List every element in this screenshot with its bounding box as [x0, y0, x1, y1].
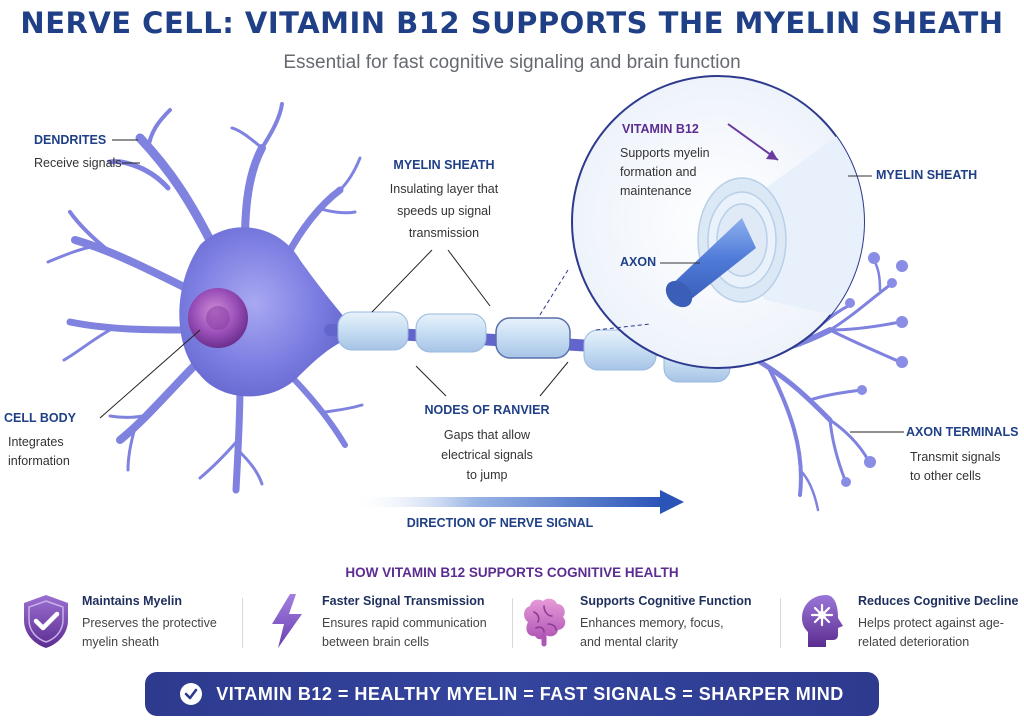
page-title: NERVE CELL: VITAMIN B12 SUPPORTS THE MYE… — [20, 6, 1004, 40]
label-vitamin-b12: VITAMIN B12 — [622, 122, 699, 136]
leader-lines — [99, 139, 904, 433]
divider — [242, 598, 243, 648]
shield-check-icon — [24, 595, 68, 648]
label-axon: AXON — [620, 255, 657, 269]
divider — [780, 598, 781, 648]
lightning-icon — [272, 594, 302, 648]
benefit-card-faster-signal: Faster Signal Transmission Ensures rapid… — [260, 592, 510, 652]
label-cell-body: CELL BODY — [4, 411, 76, 425]
dendrites — [46, 102, 364, 494]
desc-myelin-sheath-2: speeds up signal — [397, 204, 491, 218]
benefit-title: Faster Signal Transmission — [322, 594, 485, 608]
desc-vitamin-b12-2: formation and — [620, 165, 697, 179]
desc-cell-body-2: information — [8, 454, 70, 468]
summary-banner: VITAMIN B12 = HEALTHY MYELIN = FAST SIGN… — [145, 672, 879, 716]
benefit-title: Maintains Myelin — [82, 594, 183, 608]
benefit-card-cognitive-function: Supports Cognitive Function Enhances mem… — [518, 592, 778, 652]
desc-nodes-1: Gaps that allow — [443, 428, 531, 442]
zoom-callout — [537, 75, 872, 369]
desc-axon-terminals-1: Transmit signals — [910, 450, 1001, 464]
desc-vitamin-b12-1: Supports myelin — [620, 146, 710, 160]
benefit-title: Reduces Cognitive Decline — [858, 594, 1019, 608]
label-zoom-myelin-sheath: MYELIN SHEATH — [876, 168, 978, 182]
label-dendrites: DENDRITES — [34, 133, 107, 147]
benefits-title: HOW VITAMIN B12 SUPPORTS COGNITIVE HEALT… — [345, 565, 679, 580]
desc-cell-body-1: Integrates — [8, 435, 64, 449]
label-nodes-of-ranvier: NODES OF RANVIER — [424, 403, 550, 417]
desc-myelin-sheath-3: transmission — [408, 226, 480, 240]
benefit-title: Supports Cognitive Function — [580, 594, 752, 608]
label-direction: DIRECTION OF NERVE SIGNAL — [406, 516, 594, 530]
banner-text: VITAMIN B12 = HEALTHY MYELIN = FAST SIGN… — [216, 683, 844, 704]
cell-body — [179, 227, 345, 397]
label-myelin-sheath: MYELIN SHEATH — [393, 158, 495, 172]
axon-terminal-bulbs — [841, 252, 908, 487]
direction-arrow — [350, 497, 660, 507]
label-axon-terminals: AXON TERMINALS — [906, 425, 1019, 439]
benefit-card-maintains-myelin: Maintains Myelin Preserves the protectiv… — [20, 592, 240, 652]
check-circle-icon — [180, 683, 203, 705]
desc-nodes-3: to jump — [466, 468, 508, 482]
benefit-card-reduces-decline: Reduces Cognitive Decline Helps protect … — [796, 592, 1021, 652]
head-spark-icon — [802, 595, 843, 647]
desc-axon-terminals-2: to other cells — [910, 469, 981, 483]
desc-vitamin-b12-3: maintenance — [620, 184, 692, 198]
desc-dendrites: Receive signals — [34, 156, 122, 170]
benefit-desc: Helps protect against age-related deteri… — [858, 616, 1004, 649]
brain-icon — [524, 598, 566, 647]
benefit-desc: Enhances memory, focus,and mental clarit… — [580, 616, 724, 649]
divider — [512, 598, 513, 648]
page-subtitle: Essential for fast cognitive signaling a… — [283, 52, 741, 73]
desc-nodes-2: electrical signals — [441, 448, 533, 462]
desc-myelin-sheath-1: Insulating layer that — [389, 182, 499, 196]
